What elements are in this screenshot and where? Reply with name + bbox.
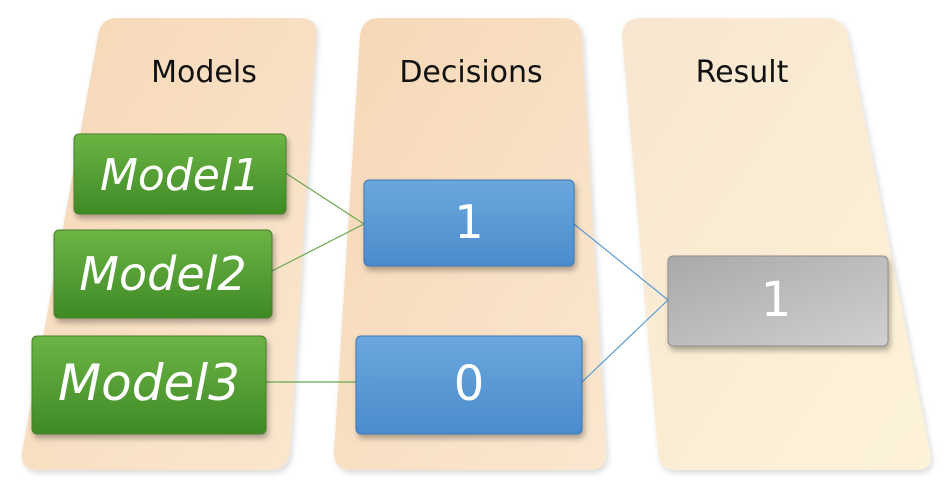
connector-model1-decision1 bbox=[283, 171, 365, 225]
model-box-3 bbox=[31, 335, 267, 435]
model-label-1: Model1 bbox=[100, 150, 260, 201]
decision-value-1: 1 bbox=[454, 195, 483, 249]
model-box-2 bbox=[53, 229, 273, 319]
result-column-title: Result bbox=[696, 55, 789, 90]
result-column bbox=[622, 18, 931, 470]
model-label-2: Model2 bbox=[79, 247, 246, 301]
decisions-column-title: Decisions bbox=[399, 55, 542, 90]
model-box-1 bbox=[73, 133, 287, 215]
connector-decision0-result bbox=[581, 299, 669, 383]
result-value: 1 bbox=[761, 272, 792, 328]
model-label-3: Model3 bbox=[58, 354, 240, 412]
decision-box-1 bbox=[363, 179, 575, 267]
connector-decision1-result bbox=[573, 223, 669, 301]
decision-value-0: 0 bbox=[454, 356, 485, 412]
models-column-title: Models bbox=[151, 55, 257, 90]
decision-box-2 bbox=[355, 335, 583, 435]
connector-model2-decision1 bbox=[269, 223, 365, 273]
result-box bbox=[667, 255, 889, 347]
